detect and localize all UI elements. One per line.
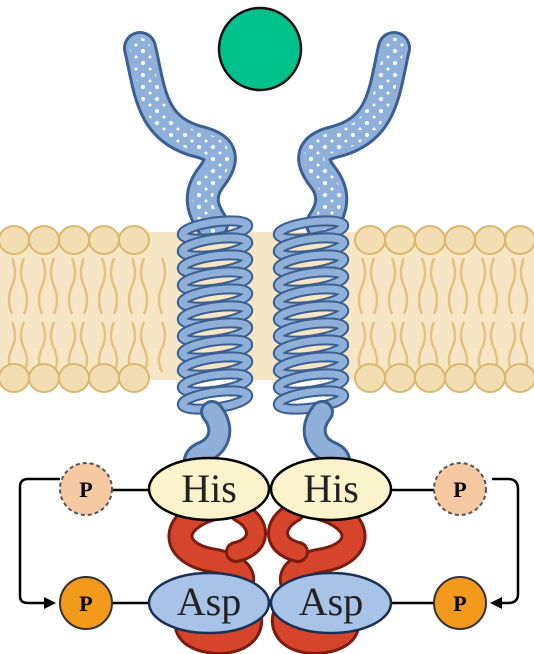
lipid-head-inner	[119, 364, 149, 392]
membrane-core	[0, 232, 534, 380]
lipid-head-outer	[385, 226, 415, 254]
transfer-arrow-left	[20, 479, 60, 603]
asp-label-left: Asp	[177, 579, 241, 624]
lipid-head-outer	[0, 226, 29, 254]
lipid-head-outer	[29, 226, 59, 254]
p-label-his-left: P	[79, 477, 92, 502]
asp-label-right: Asp	[299, 579, 363, 624]
lipid-head-outer	[415, 226, 445, 254]
lipid-head-inner	[505, 364, 534, 392]
lipid-head-inner	[89, 364, 119, 392]
arrowhead-right	[490, 597, 502, 609]
lipid-head-inner	[59, 364, 89, 392]
lipid-head-outer	[475, 226, 505, 254]
arrowhead-left	[44, 597, 56, 609]
p-label-his-right: P	[453, 477, 466, 502]
lipid-head-outer	[505, 226, 534, 254]
receptor-left-dots	[140, 48, 220, 224]
his-label-right: His	[303, 466, 359, 511]
ligand-circle	[219, 8, 301, 90]
receptor-right-dots	[314, 48, 394, 224]
lipid-head-inner	[475, 364, 505, 392]
lipid-head-inner	[415, 364, 445, 392]
lipid-head-outer	[445, 226, 475, 254]
lipid-head-inner	[0, 364, 29, 392]
p-label-asp-right: P	[453, 591, 466, 616]
lipid-head-outer	[119, 226, 149, 254]
lipid-head-outer	[59, 226, 89, 254]
lipid-head-inner	[385, 364, 415, 392]
lipid-head-inner	[445, 364, 475, 392]
transfer-arrow-right	[492, 479, 518, 603]
lipid-head-outer	[89, 226, 119, 254]
his-label-left: His	[181, 466, 237, 511]
p-label-asp-left: P	[79, 591, 92, 616]
lipid-head-outer	[355, 226, 385, 254]
lipid-head-inner	[355, 364, 385, 392]
lipid-head-inner	[29, 364, 59, 392]
